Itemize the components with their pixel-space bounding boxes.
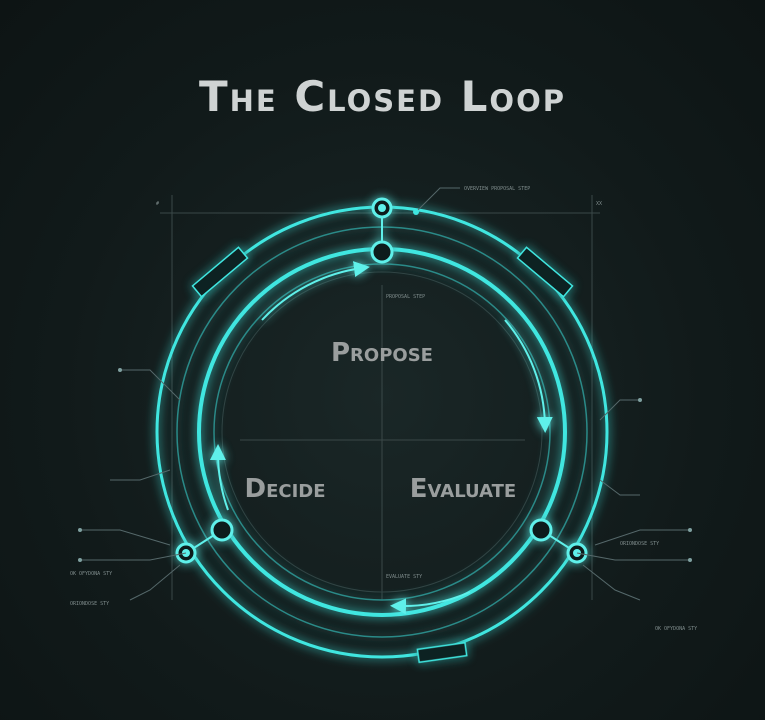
- annotation-center-top: PROPOSAL STEP: [386, 294, 425, 300]
- node-left-inner: [210, 518, 234, 542]
- stage-evaluate: Evaluate: [410, 474, 516, 504]
- stage-propose: Propose: [331, 338, 433, 368]
- ring-segments: [191, 246, 574, 664]
- arrow-to-decide: [390, 591, 471, 615]
- corner-label-right: XX: [596, 201, 602, 207]
- nodes: [175, 197, 588, 564]
- annotation-right-2: ORIONDOSE STY: [620, 541, 659, 547]
- annotation-left-2: ORIONDOSE STY: [70, 601, 109, 607]
- node-right-inner: [529, 518, 553, 542]
- annotation-right-1: OK OFYDONA STY: [655, 626, 697, 632]
- node-top-inner: [370, 240, 394, 264]
- arrow-to-evaluate: [504, 319, 553, 433]
- flow-arrows: [209, 261, 553, 615]
- circuit-traces: [80, 187, 690, 601]
- corner-label-left: #: [156, 201, 159, 207]
- annotation-top-right: OVERVIEW PROPOSAL STEP: [464, 186, 530, 192]
- stage-decide: Decide: [244, 474, 325, 504]
- trace-dots: [78, 209, 692, 562]
- diagram-title: The Closed Loop: [199, 72, 566, 121]
- annotation-left-1: OK OFYDONA STY: [70, 571, 112, 577]
- arrow-loop-back: [209, 444, 229, 511]
- annotation-center-bottom: EVALUATE STY: [386, 574, 422, 580]
- arrow-to-propose: [261, 261, 370, 321]
